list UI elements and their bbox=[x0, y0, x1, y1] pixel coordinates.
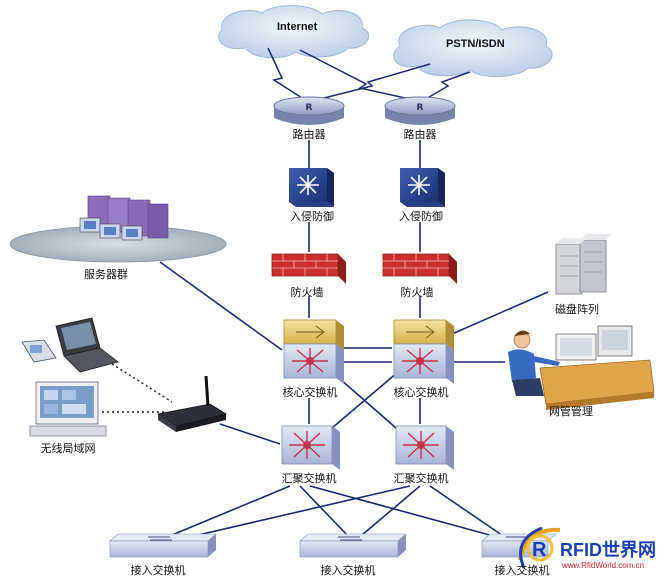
core-switch-left-label: 核心交换机 bbox=[282, 386, 338, 399]
laptop-device bbox=[55, 317, 119, 373]
core-switch-right-label: 核心交换机 bbox=[393, 386, 449, 399]
network-management-label: 网管管理 bbox=[549, 405, 593, 418]
watermark-name: RFID世界网 bbox=[560, 540, 656, 560]
svg-text:R: R bbox=[306, 103, 313, 113]
svg-text:R: R bbox=[532, 539, 547, 561]
pda-device bbox=[21, 339, 57, 363]
ids-right-label: 入侵防御 bbox=[399, 210, 443, 223]
ids-device-right bbox=[400, 168, 445, 207]
watermark-url: www.RfidWorld.com.cn bbox=[562, 561, 645, 570]
access-switch-1-label: 接入交换机 bbox=[130, 564, 186, 577]
ids-left-label: 入侵防御 bbox=[290, 210, 334, 223]
router-right-label: 路由器 bbox=[403, 128, 437, 141]
network-management-station bbox=[508, 325, 655, 410]
wireless-access-point bbox=[156, 375, 228, 432]
aggregation-switch-right-label: 汇聚交换机 bbox=[393, 472, 449, 485]
server-cluster bbox=[9, 195, 227, 263]
wan-links bbox=[267, 47, 471, 101]
aggregation-switch-left-label: 汇聚交换机 bbox=[281, 472, 337, 485]
pstn-cloud bbox=[393, 19, 553, 78]
desktop-computer bbox=[29, 381, 107, 437]
access-switch-1 bbox=[109, 533, 217, 558]
firewall-left bbox=[271, 253, 346, 284]
firewall-left-label: 防火墙 bbox=[290, 286, 324, 299]
disk-array-label: 磁盘阵列 bbox=[555, 303, 599, 316]
access-switch-2 bbox=[299, 533, 407, 558]
access-switch-2-label: 接入交换机 bbox=[320, 564, 376, 577]
firewall-right bbox=[382, 253, 457, 284]
aggregation-switch-left bbox=[281, 425, 340, 470]
router-left-label: 路由器 bbox=[292, 128, 326, 141]
internet-label: Internet bbox=[277, 21, 318, 33]
internet-cloud bbox=[218, 5, 369, 59]
aggregation-switch-right bbox=[395, 425, 454, 470]
firewall-right-label: 防火墙 bbox=[400, 286, 434, 299]
router-right: R bbox=[384, 96, 456, 125]
router-left: R bbox=[273, 96, 345, 125]
wireless-dotted-links bbox=[102, 363, 173, 413]
connection-lines bbox=[159, 140, 549, 543]
pstn-isdn-label: PSTN/ISDN bbox=[446, 38, 505, 50]
core-switch-right bbox=[393, 319, 454, 384]
access-switch-3-label: 接入交换机 bbox=[494, 564, 550, 577]
wireless-lan-label: 无线局域网 bbox=[40, 442, 96, 455]
disk-array bbox=[555, 234, 612, 295]
rfid-world-logo: R bbox=[518, 526, 561, 569]
svg-text:R: R bbox=[417, 103, 424, 113]
core-switch-left bbox=[283, 319, 344, 384]
ids-device-left bbox=[289, 168, 334, 207]
server-cluster-label: 服务器群 bbox=[84, 268, 128, 281]
